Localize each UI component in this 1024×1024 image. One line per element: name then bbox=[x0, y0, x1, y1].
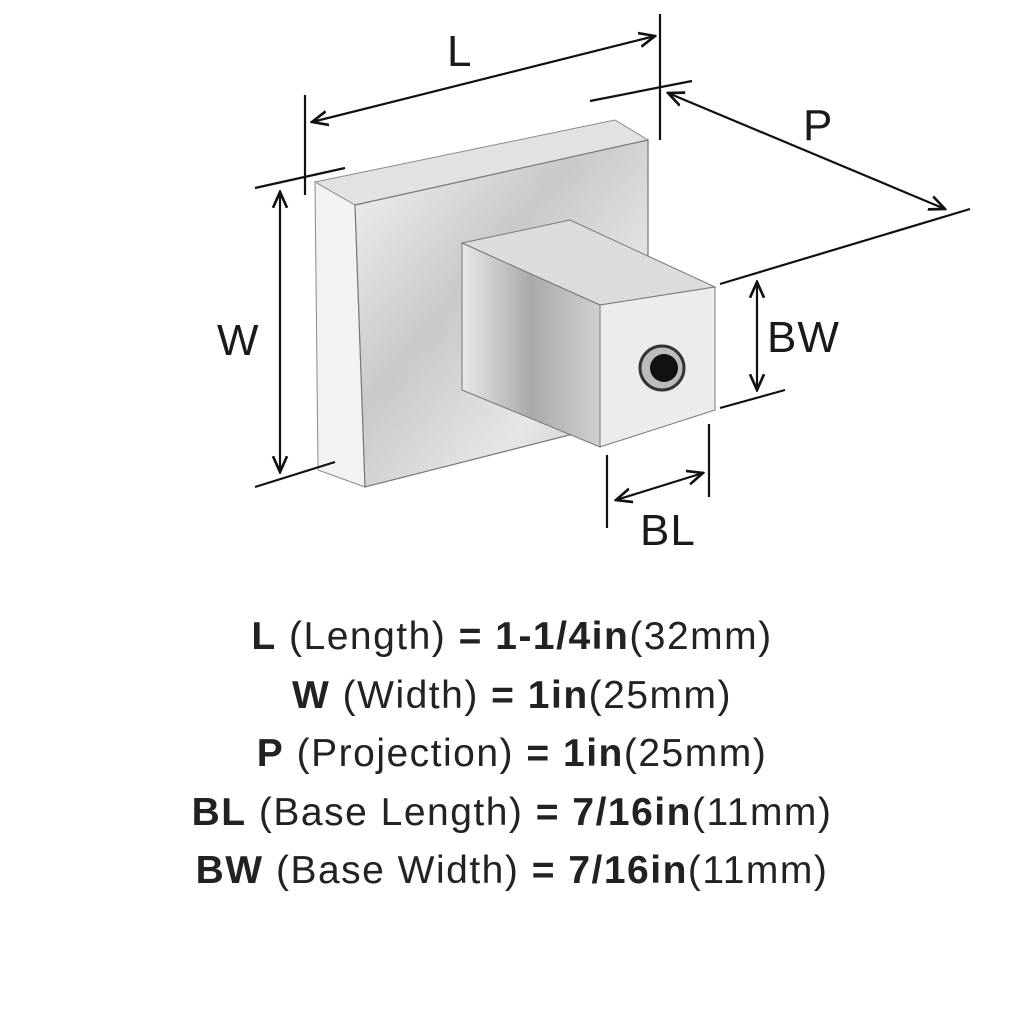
spec-code: L bbox=[251, 615, 277, 658]
label-width: W bbox=[217, 316, 260, 365]
spec-metric: (25mm) bbox=[623, 732, 768, 775]
spec-code: P bbox=[256, 732, 285, 775]
spec-code: BL bbox=[191, 790, 247, 834]
spec-name: (Base Length) bbox=[258, 790, 524, 834]
hook-stem bbox=[460, 219, 717, 448]
spec-imperial: 7/16in bbox=[568, 849, 688, 892]
spec-base-length: BL (Base Length) = 7/16in(11mm) bbox=[0, 784, 1024, 843]
spec-name: (Length) bbox=[289, 615, 447, 658]
spec-imperial: 7/16in bbox=[572, 790, 692, 834]
label-base-length: BL bbox=[640, 506, 696, 555]
spec-metric: (11mm) bbox=[687, 849, 829, 892]
spec-code: W bbox=[292, 673, 331, 717]
spec-equals: = bbox=[531, 849, 556, 892]
spec-name: (Projection) bbox=[296, 732, 515, 775]
spec-metric: (32mm) bbox=[629, 615, 773, 658]
spec-imperial: 1in bbox=[563, 732, 624, 775]
product-dimension-drawing: L P W BW BL bbox=[217, 14, 971, 555]
spec-equals: = bbox=[535, 790, 561, 834]
spec-name: (Base Width) bbox=[275, 849, 520, 892]
spec-base-width: BW (Base Width) = 7/16in(11mm) bbox=[0, 842, 1024, 901]
spec-length: L (Length) = 1-1/4in(32mm) bbox=[0, 608, 1024, 667]
spec-equals: = bbox=[458, 615, 483, 658]
spec-metric: (25mm) bbox=[588, 673, 732, 717]
spec-equals: = bbox=[526, 732, 551, 775]
spec-code: BW bbox=[195, 849, 264, 892]
spec-imperial: 1in bbox=[527, 673, 589, 717]
spec-width: W (Width) = 1in(25mm) bbox=[0, 667, 1024, 726]
spec-equals: = bbox=[491, 673, 516, 717]
label-length: L bbox=[447, 27, 472, 76]
spec-name: (Width) bbox=[342, 673, 479, 717]
spec-projection: P (Projection) = 1in(25mm) bbox=[0, 725, 1024, 784]
spec-metric: (11mm) bbox=[691, 790, 833, 834]
label-projection: P bbox=[803, 101, 833, 150]
dimension-specs: L (Length) = 1-1/4in(32mm) W (Width) = 1… bbox=[0, 608, 1024, 901]
dimension-lines bbox=[254, 14, 971, 528]
spec-imperial: 1-1/4in bbox=[495, 615, 630, 658]
label-base-width: BW bbox=[767, 313, 840, 362]
